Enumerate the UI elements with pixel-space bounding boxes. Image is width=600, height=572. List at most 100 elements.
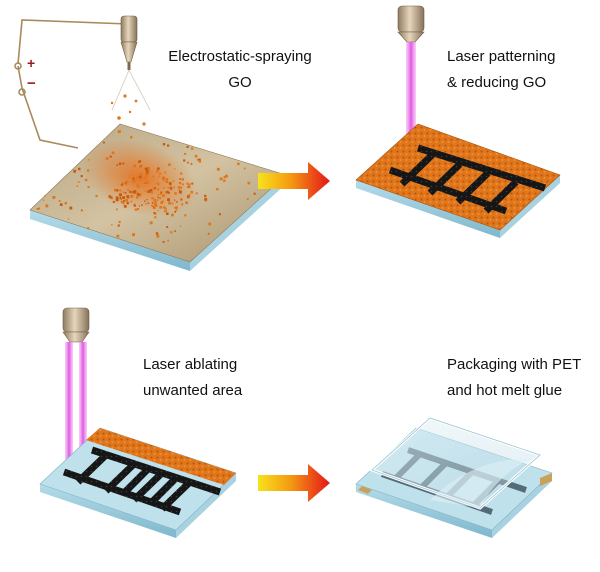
step-2-label: Laser patterning & reducing GO <box>447 44 555 96</box>
go-flake <box>155 232 159 235</box>
go-flake <box>189 193 191 196</box>
go-flake <box>105 157 109 160</box>
go-flake <box>208 222 212 226</box>
go-flake <box>158 175 160 178</box>
go-flake <box>187 194 191 198</box>
go-flake <box>145 171 149 175</box>
go-flake <box>153 198 156 202</box>
go-flake <box>165 180 169 184</box>
go-flake <box>111 224 113 226</box>
go-flake <box>175 206 178 210</box>
go-flake <box>112 200 115 203</box>
go-flake <box>173 186 175 189</box>
go-flake <box>179 225 182 227</box>
go-flake <box>154 213 157 215</box>
go-flake <box>117 224 120 227</box>
go-flake <box>187 196 190 199</box>
laser-beam-left <box>65 342 73 460</box>
rgo-interdigitated-pattern <box>388 144 547 215</box>
go-flake <box>126 201 129 205</box>
go-flake <box>163 179 165 182</box>
go-flake <box>191 182 194 185</box>
go-flake <box>157 210 159 212</box>
go-flake <box>133 164 137 168</box>
go-flake <box>152 206 154 208</box>
go-flake <box>54 196 56 198</box>
go-flake <box>147 190 151 193</box>
go-flake <box>45 204 49 208</box>
go-flake <box>175 200 178 203</box>
go-flake <box>133 204 136 207</box>
step-4-label: Packaging with PET and hot melt glue <box>447 352 581 404</box>
laser-beam <box>406 42 416 202</box>
go-flake <box>162 194 165 198</box>
go-flake <box>169 184 172 187</box>
go-flake <box>67 218 70 220</box>
go-flake <box>118 220 121 223</box>
step-4-line2: and hot melt glue <box>447 382 563 399</box>
step-2-line1: Laser patterning <box>447 48 556 65</box>
go-flake <box>87 186 90 189</box>
go-flake <box>87 227 90 230</box>
go-flake <box>171 213 174 217</box>
go-flake <box>138 175 142 179</box>
go-flake <box>132 177 135 180</box>
go-flake <box>77 181 80 183</box>
go-flake <box>156 234 160 238</box>
go-flake <box>144 200 146 202</box>
step-4-line1: Packaging with PET <box>447 356 582 373</box>
go-flake <box>138 193 142 197</box>
laser-head-icon <box>397 5 425 43</box>
go-flake <box>166 212 169 215</box>
go-flake <box>156 182 159 185</box>
go-flake <box>124 192 127 194</box>
go-flake <box>140 173 143 175</box>
go-flake <box>95 194 98 198</box>
spray-droplets <box>110 94 146 126</box>
step-3-label: Laser ablating unwanted area <box>143 352 242 404</box>
go-flake <box>137 176 140 178</box>
go-flake <box>152 175 155 178</box>
go-flake <box>253 192 256 195</box>
go-flake <box>147 202 150 204</box>
go-flake <box>127 181 129 184</box>
go-flake <box>154 203 158 207</box>
go-flake <box>151 204 153 207</box>
go-flake <box>186 182 189 185</box>
go-flake <box>168 182 172 185</box>
laser-head-icon-2 <box>62 307 90 343</box>
go-flake <box>181 203 184 206</box>
go-flake <box>191 147 194 150</box>
go-flake <box>117 130 121 134</box>
go-flake <box>247 181 251 185</box>
go-flake <box>174 211 176 213</box>
go-flake <box>196 159 199 161</box>
go-flake <box>136 185 140 188</box>
go-flake <box>150 191 153 194</box>
go-flake <box>131 191 134 194</box>
go-flake <box>36 208 39 210</box>
go-flake <box>144 168 146 170</box>
go-flake <box>69 206 73 210</box>
go-flake <box>190 190 194 194</box>
go-flake <box>162 206 166 209</box>
go-flake <box>237 162 240 166</box>
go-flake <box>110 196 113 199</box>
go-flake <box>186 145 189 148</box>
go-flake <box>187 186 189 188</box>
go-flake <box>87 159 90 161</box>
go-flake <box>166 226 169 228</box>
rgo-pattern-ablated <box>62 446 222 516</box>
go-flake <box>147 169 150 172</box>
go-flake <box>121 182 125 185</box>
go-flake <box>167 198 170 202</box>
go-flake <box>144 182 146 184</box>
go-flake <box>198 158 201 161</box>
go-flake <box>182 183 184 186</box>
go-flake <box>130 200 133 203</box>
go-flake <box>165 178 169 181</box>
go-flake <box>168 201 171 205</box>
go-flake <box>153 187 156 190</box>
process-arrow-1 <box>258 162 330 200</box>
